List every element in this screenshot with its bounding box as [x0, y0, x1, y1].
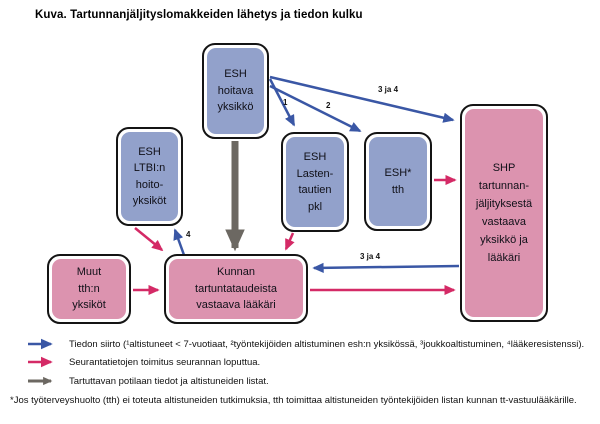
node-muut-label: Muut tth:n yksiköt [72, 266, 106, 312]
node-esh-tth-label: ESH* tth [384, 167, 412, 196]
legend-gray-arrow-icon [28, 376, 53, 386]
legend-text-seurantatiedot: Seurantatietojen toimitus seurannan lopu… [69, 356, 261, 368]
node-esh-ltbi-label: ESH LTBI:n hoito- yksiköt [132, 145, 167, 208]
arrow-hoitava-to-shp [269, 75, 455, 123]
arrow-label-2: 2 [326, 101, 331, 110]
node-kunnan-vastaava-laakari: Kunnan tartuntataudeista vastaava lääkär… [164, 254, 308, 324]
node-kunnan-label: Kunnan tartuntataudeista vastaava lääkär… [195, 266, 277, 312]
node-shp-label: SHP tartunnan- jäljityksestä vastaava yk… [475, 161, 533, 265]
arrow-shp-to-kunnan [312, 262, 460, 273]
figure-title: Kuva. Tartunnanjäljityslomakkeiden lähet… [35, 9, 363, 21]
node-esh-lasten-label: ESH Lasten- tautien pkl [296, 151, 334, 213]
arrow-lasten-to-kunnan [284, 232, 295, 251]
arrow-label-1: 1 [283, 98, 288, 107]
node-esh-hoitava-yksikko: ESH hoitava yksikkö [202, 43, 269, 139]
legend-text-tartuttava-potilas: Tartuttavan potilaan tiedot ja altistune… [69, 375, 269, 387]
arrow-hoitava-to-lasten [268, 78, 296, 127]
legend-blue-arrow-icon [28, 338, 53, 350]
arrow-kunnan-to-ltbi [173, 228, 186, 256]
legend-pink-arrow-icon [28, 356, 53, 368]
node-esh-ltbi-hoitoyksikot: ESH LTBI:n hoito- yksiköt [116, 127, 183, 226]
legend-row-tartuttava-potilas: Tartuttavan potilaan tiedot ja altistune… [27, 374, 269, 388]
node-esh-hoitava-label: ESH hoitava yksikkö [217, 68, 254, 114]
node-muut-tth-yksikot: Muut tth:n yksiköt [47, 254, 131, 324]
node-esh-lastentautien-pkl: ESH Lasten- tautien pkl [281, 132, 349, 232]
node-shp-tartunnanjaljitys: SHP tartunnan- jäljityksestä vastaava yk… [460, 104, 548, 322]
arrow-hoitava-to-tth [269, 84, 362, 133]
legend-row-seurantatiedot: Seurantatietojen toimitus seurannan lopu… [27, 355, 260, 369]
node-esh-tth: ESH* tth [364, 132, 432, 231]
arrow-label-3ja4-mid: 3 ja 4 [360, 252, 381, 261]
legend-text-tiedon-siirto: Tiedon siirto (¹altistuneet < 7-vuotiaat… [69, 338, 585, 350]
arrow-label-4: 4 [186, 230, 191, 239]
legend-row-tiedon-siirto: Tiedon siirto (¹altistuneet < 7-vuotiaat… [27, 337, 584, 351]
arrow-label-3ja4-top: 3 ja 4 [378, 85, 399, 94]
arrow-ltbi-to-kunnan [134, 227, 164, 252]
footnote-tyoterveyshuolto: *Jos työterveyshuolto (tth) ei toteuta a… [10, 395, 577, 406]
